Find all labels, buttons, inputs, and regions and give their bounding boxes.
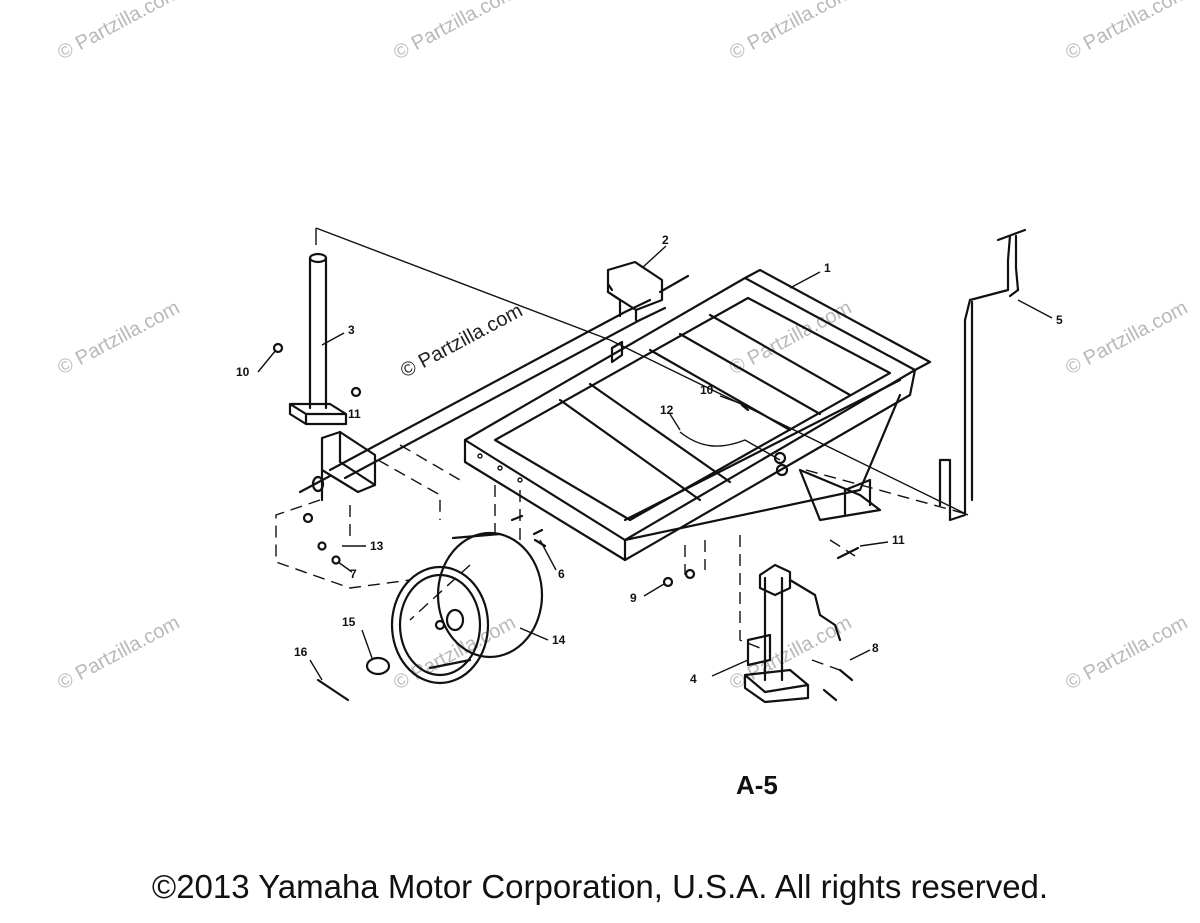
callout-14: 14 <box>552 633 566 647</box>
callout-10b: 10 <box>700 383 714 397</box>
callout-9: 9 <box>630 591 637 605</box>
leader-lines <box>257 245 1053 681</box>
wheel-rim <box>390 531 544 685</box>
watermark: © Partzilla.com <box>1062 0 1191 64</box>
cable <box>679 431 781 461</box>
axle-bracket-left <box>320 430 377 502</box>
watermark: © Partzilla.com <box>54 0 183 64</box>
watermark: © Partzilla.com <box>54 297 183 380</box>
guide-line <box>315 227 969 516</box>
axle-tube <box>298 274 690 494</box>
callout-15: 15 <box>342 615 356 629</box>
assembly-lines <box>275 444 971 673</box>
callouts: 1 2 3 4 5 6 7 8 9 10 10 11 11 12 13 14 1… <box>236 233 1063 686</box>
watermark: © Partzilla.com <box>390 612 519 695</box>
watermark: © Partzilla.com <box>1062 612 1191 695</box>
washer <box>365 656 391 676</box>
watermark: © Partzilla.com <box>390 0 519 64</box>
copyright-notice: ©2013 Yamaha Motor Corporation, U.S.A. A… <box>151 868 1049 905</box>
watermark: © Partzilla.com <box>726 0 855 64</box>
callout-7: 7 <box>350 567 357 581</box>
callout-11a: 11 <box>348 407 361 421</box>
callout-10a: 10 <box>236 365 250 379</box>
callout-1: 1 <box>824 261 831 275</box>
callout-3: 3 <box>348 323 355 337</box>
callout-8: 8 <box>872 641 879 655</box>
axle-bracket-right <box>606 260 664 322</box>
callout-6: 6 <box>558 567 565 581</box>
callout-13: 13 <box>370 539 384 553</box>
tongue-jack <box>743 563 842 704</box>
figure-label: A-5 <box>736 770 778 800</box>
callout-4: 4 <box>690 672 697 686</box>
jack-stand-post <box>288 252 348 426</box>
callout-12: 12 <box>660 403 674 417</box>
handle-bar <box>938 228 1027 522</box>
callout-16: 16 <box>294 645 308 659</box>
trailer-frame <box>463 268 932 562</box>
callout-2: 2 <box>662 233 669 247</box>
watermark: © Partzilla.com <box>1062 297 1191 380</box>
hardware <box>272 282 860 702</box>
watermark: © Partzilla.com <box>726 297 855 380</box>
watermark-center: © Partzilla.com <box>397 300 526 383</box>
callout-11b: 11 <box>892 533 905 547</box>
bolt <box>316 678 350 702</box>
watermark: © Partzilla.com <box>54 612 183 695</box>
callout-5: 5 <box>1056 313 1063 327</box>
